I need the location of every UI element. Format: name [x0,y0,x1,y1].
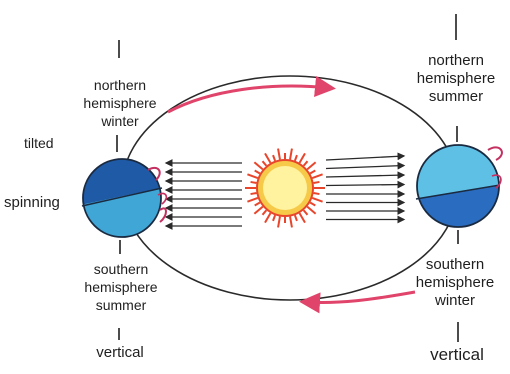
sun-ray [300,213,306,223]
sun-ray [312,198,322,202]
sun-ray [304,161,308,166]
label-left-vertical: vertical [80,344,160,362]
sun-ray [310,171,315,174]
label-left-top: northern hemisphere winter [68,76,172,130]
earth-right-icon [412,140,504,232]
sun-ray [251,182,257,183]
sun-ray [273,215,275,221]
sun-ray [290,149,292,160]
sun-ray [290,217,292,228]
label-tilted: tilted [24,134,54,152]
sunlight-arrow [326,166,404,169]
sun-ray [307,207,315,214]
earth-left-icon [80,150,170,250]
sunlight-rays-right [326,156,404,220]
sun-ray [310,203,315,206]
sun-ray [255,203,260,206]
sun-ray [247,174,257,178]
sun-ray [265,153,271,163]
sun-ray [300,153,306,163]
sunlight-arrow [326,156,404,160]
sun-ray [273,155,275,161]
sun-ray [314,193,320,194]
sun-ray [263,161,267,166]
sunlight-rays-left [166,163,242,226]
sun-ray [263,210,267,215]
sun-ray [278,149,280,160]
sun-ray [251,193,257,194]
label-right-bottom: southern hemisphere winter [400,256,510,310]
sun-ray [314,182,320,183]
label-left-bottom: southern hemisphere summer [66,260,176,314]
sun-ray [255,171,260,174]
label-right-vertical: vertical [412,346,502,364]
sun-ray [295,215,297,221]
label-right-top: northern hemisphere summer [402,52,510,106]
sun-ray [254,207,262,214]
sun-ray [312,174,322,178]
sun-ray [304,210,308,215]
sun-icon [245,149,325,228]
sunlight-arrow [326,185,404,186]
sun-ray [278,217,280,228]
sun-ray [307,162,315,169]
label-spinning: spinning [4,194,60,212]
orbit-direction-arrow-top [168,86,330,112]
sun-ray [265,213,271,223]
sunlight-arrow [326,175,404,177]
sun-ray [295,155,297,161]
sun-ray [247,198,257,202]
sun-ray [254,162,262,169]
